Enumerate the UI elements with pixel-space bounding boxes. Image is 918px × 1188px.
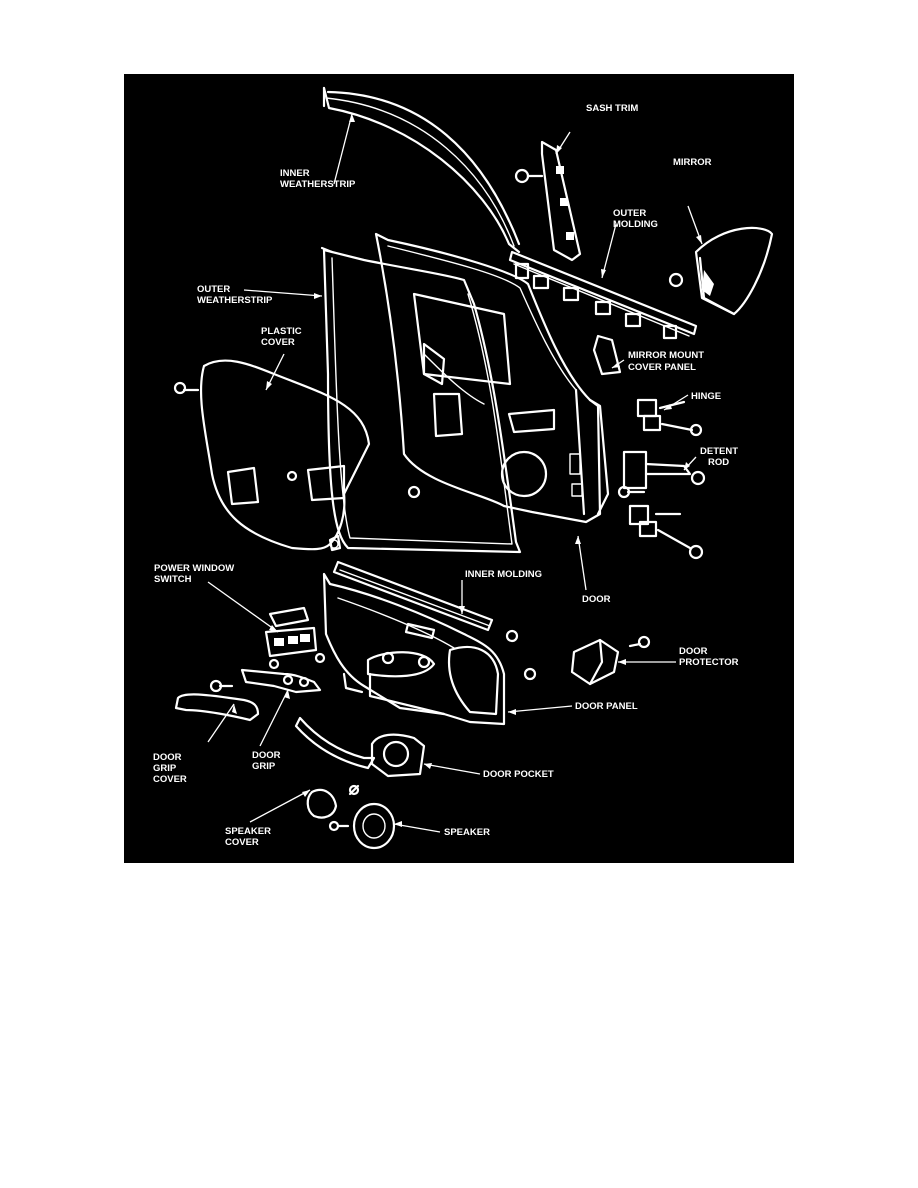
- inner-molding-part: [328, 534, 494, 632]
- label-door-grip-cover-1: DOOR: [153, 752, 182, 763]
- label-door-grip-1: DOOR: [252, 750, 281, 761]
- label-outer-molding-2: MOLDING: [613, 219, 658, 230]
- label-power-window-switch-1: POWER WINDOW: [154, 563, 234, 574]
- outer-weatherstrip-part: [320, 246, 522, 554]
- lower-hinge-part: [628, 504, 704, 560]
- label-sash-trim: SASH TRIM: [586, 103, 638, 114]
- power-window-switch-part: [264, 606, 326, 670]
- label-inner-molding: INNER MOLDING: [465, 569, 542, 580]
- door-panel-part: [322, 572, 537, 726]
- label-mirror: MIRROR: [673, 157, 712, 168]
- label-power-window-switch-2: SWITCH: [154, 574, 192, 585]
- label-door-panel: DOOR PANEL: [575, 701, 638, 712]
- label-door-grip-2: GRIP: [252, 761, 276, 772]
- label-mirror-mount-cover-panel-1: MIRROR MOUNT: [628, 350, 704, 361]
- label-speaker-cover-2: COVER: [225, 837, 259, 848]
- mirror-mount-cover-panel-part: [592, 334, 622, 376]
- label-outer-weatherstrip-2: WEATHERSTRIP: [197, 295, 273, 306]
- outer-molding-part: [508, 250, 698, 340]
- label-door-protector-2: PROTECTOR: [679, 657, 739, 668]
- mirror-part: [668, 226, 774, 316]
- label-plastic-cover-1: PLASTIC: [261, 326, 302, 337]
- label-inner-weatherstrip-1: INNER: [280, 168, 310, 179]
- label-mirror-mount-cover-panel-2: COVER PANEL: [628, 362, 696, 373]
- label-plastic-cover-2: COVER: [261, 337, 295, 348]
- door-protector-part: [570, 635, 651, 686]
- door-exploded-diagram: SASH TRIM MIRROR INNER WEATHERSTRIP OUTE…: [124, 74, 794, 863]
- speaker-cover-part: [306, 788, 338, 819]
- speaker-part: [328, 802, 396, 850]
- label-detent-rod-2: ROD: [708, 457, 729, 468]
- part-labels: SASH TRIM MIRROR INNER WEATHERSTRIP OUTE…: [153, 103, 739, 848]
- label-door: DOOR: [582, 594, 611, 605]
- detent-rod-part: [617, 450, 706, 499]
- label-outer-weatherstrip-1: OUTER: [197, 284, 230, 295]
- sash-trim-part: [514, 140, 582, 262]
- label-door-grip-cover-3: COVER: [153, 774, 187, 785]
- door-grip-part: [209, 668, 322, 694]
- label-detent-rod-1: DETENT: [700, 446, 738, 457]
- label-inner-weatherstrip-2: WEATHERSTRIP: [280, 179, 356, 190]
- leader-arrowheads: [232, 114, 702, 827]
- label-door-protector-1: DOOR: [679, 646, 708, 657]
- leader-lines: [207, 113, 703, 833]
- label-outer-molding-1: OUTER: [613, 208, 646, 219]
- inner-weatherstrip-part: [322, 86, 521, 254]
- door-grip-cover-part: [174, 693, 260, 722]
- door-shell-part: [374, 232, 610, 524]
- label-speaker: SPEAKER: [444, 827, 490, 838]
- label-door-grip-cover-2: GRIP: [153, 763, 177, 774]
- label-hinge: HINGE: [691, 391, 721, 402]
- label-door-pocket: DOOR POCKET: [483, 769, 554, 780]
- door-pocket-part: [294, 716, 426, 796]
- label-speaker-cover-1: SPEAKER: [225, 826, 271, 837]
